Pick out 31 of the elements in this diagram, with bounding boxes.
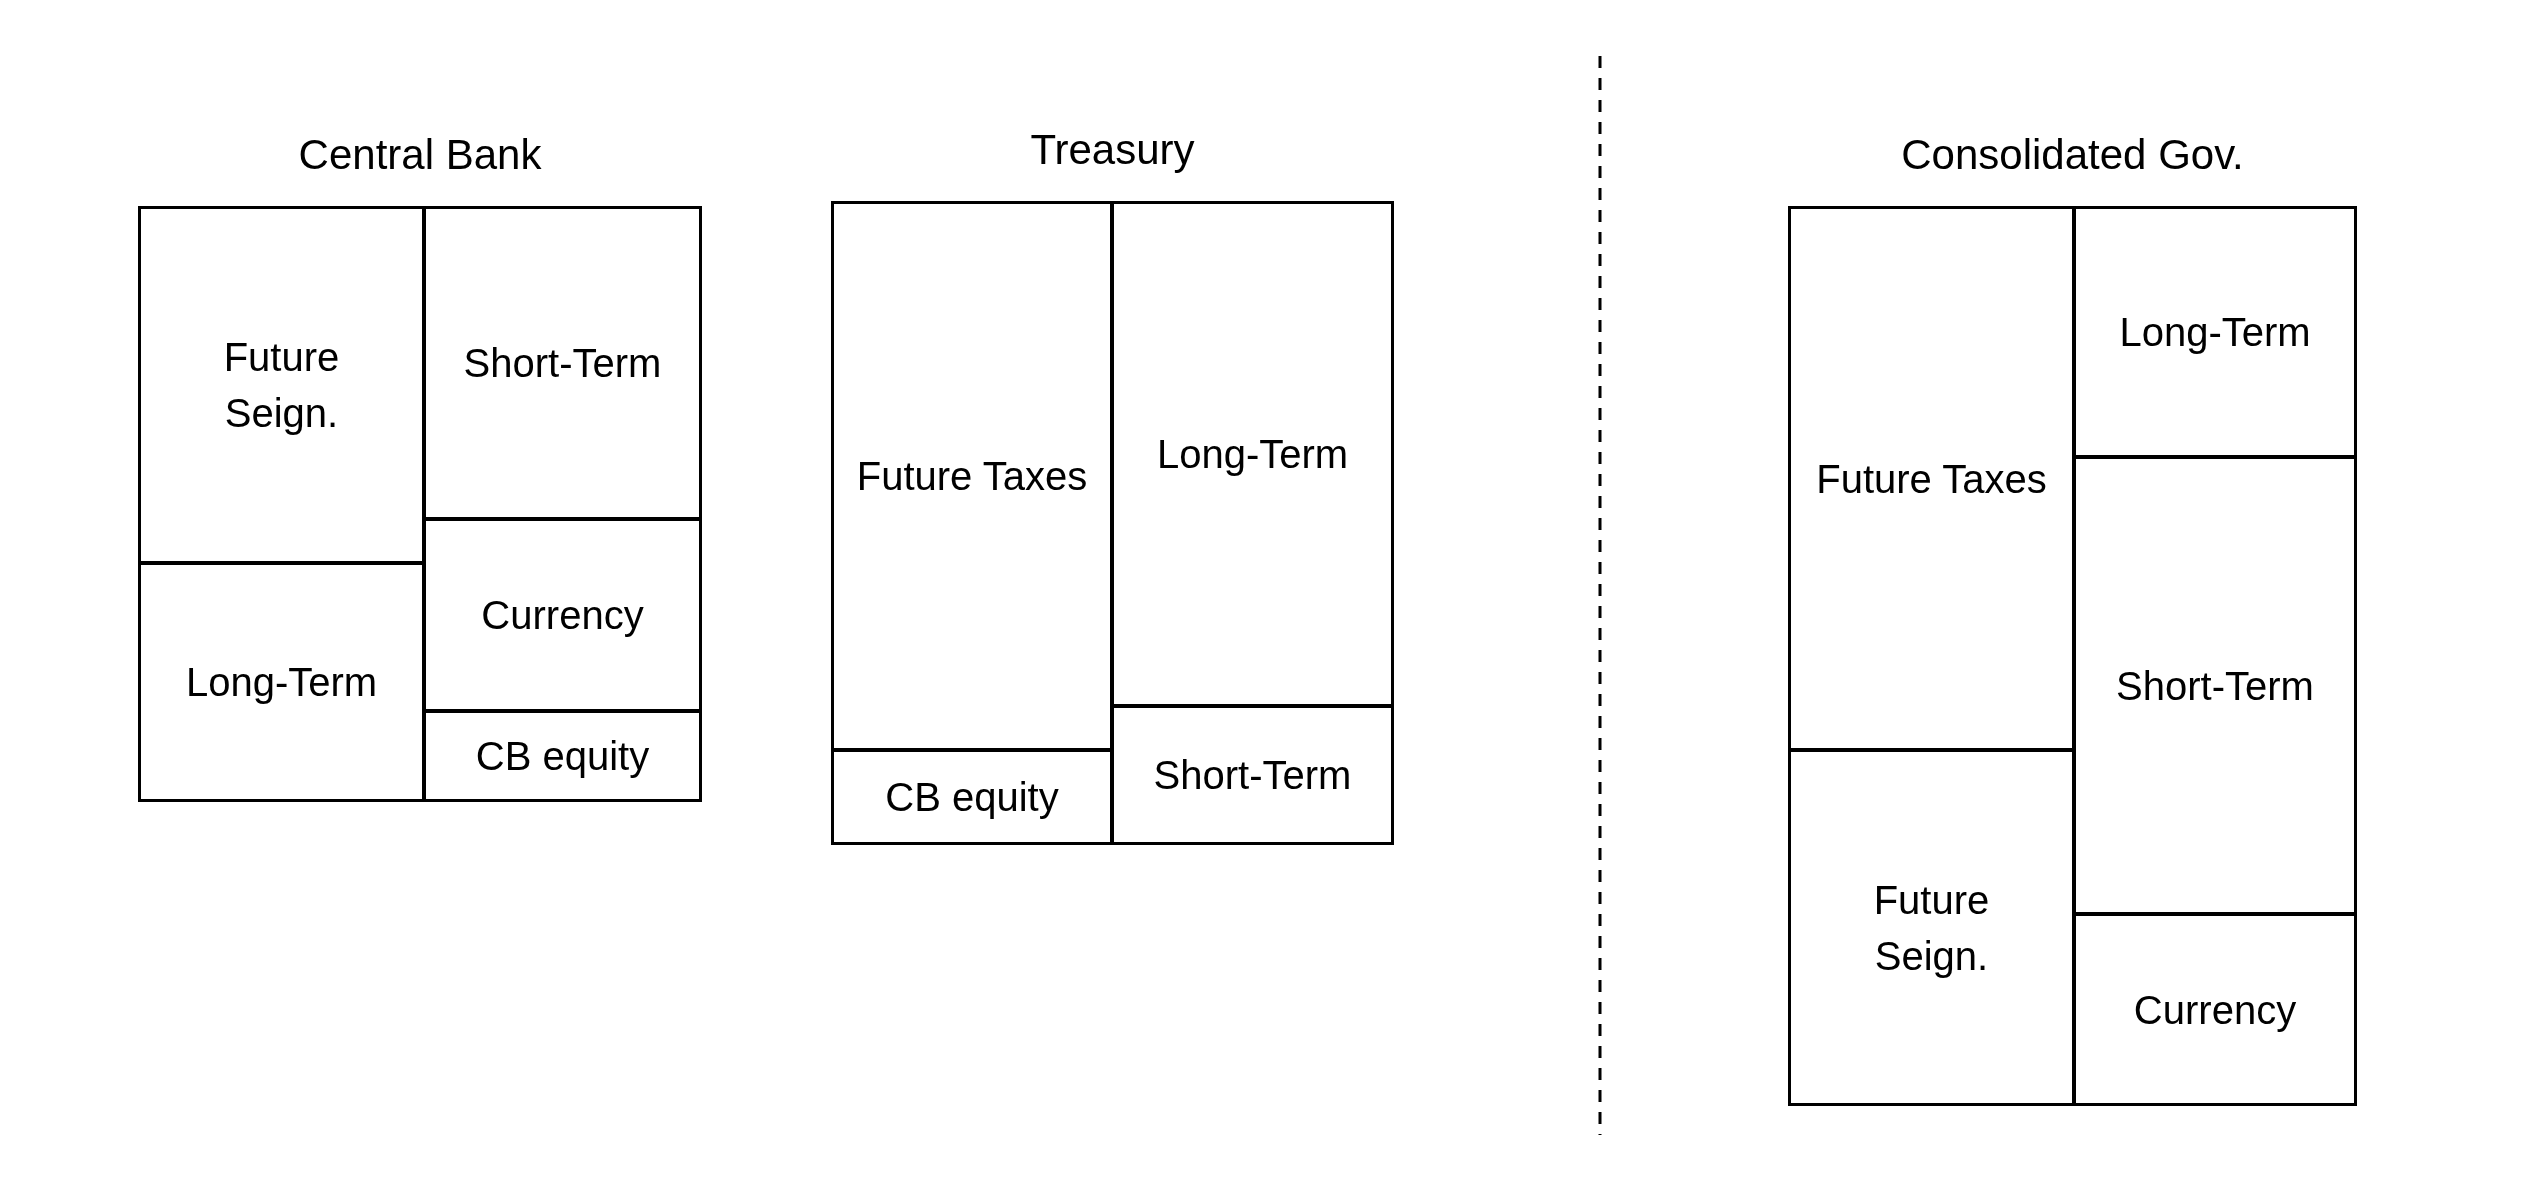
balance-sheet-cell [2073, 913, 2357, 1106]
balance-sheet-cell [1788, 206, 2075, 751]
cell-label: Currency [2133, 986, 2297, 1034]
balance-sheet-cell [831, 201, 1113, 751]
balance-sheet-cell [2073, 206, 2357, 458]
panel-title: Consolidated Gov. [1901, 131, 2244, 179]
balance-sheet-cell [2073, 456, 2357, 915]
cell-label: Future Seign. [222, 334, 341, 437]
balance-sheet-cell [423, 710, 702, 802]
balance-sheet-cell [423, 518, 702, 712]
cell-label: Short-Term [2116, 662, 2314, 710]
cell-label: Long-Term [2119, 309, 2311, 356]
cell-label: Future Taxes [856, 453, 1088, 500]
cell-label: Currency [481, 592, 644, 639]
balance-sheet-cell [1111, 705, 1394, 845]
panel-title: Treasury [1030, 126, 1195, 174]
cell-label: CB equity [885, 774, 1059, 821]
balance-sheet-cell [1788, 749, 2075, 1106]
panel-title: Central Bank [298, 131, 542, 179]
cell-label: Future Seign. [1872, 876, 1991, 980]
cell-label: Long-Term [1156, 431, 1349, 478]
cell-label: Short-Term [463, 340, 662, 387]
cell-label: Future Taxes [1816, 455, 2047, 503]
cell-label: Short-Term [1153, 752, 1352, 799]
balance-sheet-cell [138, 562, 425, 802]
balance-sheet-cell [138, 206, 425, 564]
cell-label: CB equity [475, 733, 650, 780]
cell-label: Long-Term [185, 659, 378, 706]
balance-sheet-cell [1111, 201, 1394, 707]
balance-sheet-cell [831, 749, 1113, 845]
balance-sheet-cell [423, 206, 702, 520]
